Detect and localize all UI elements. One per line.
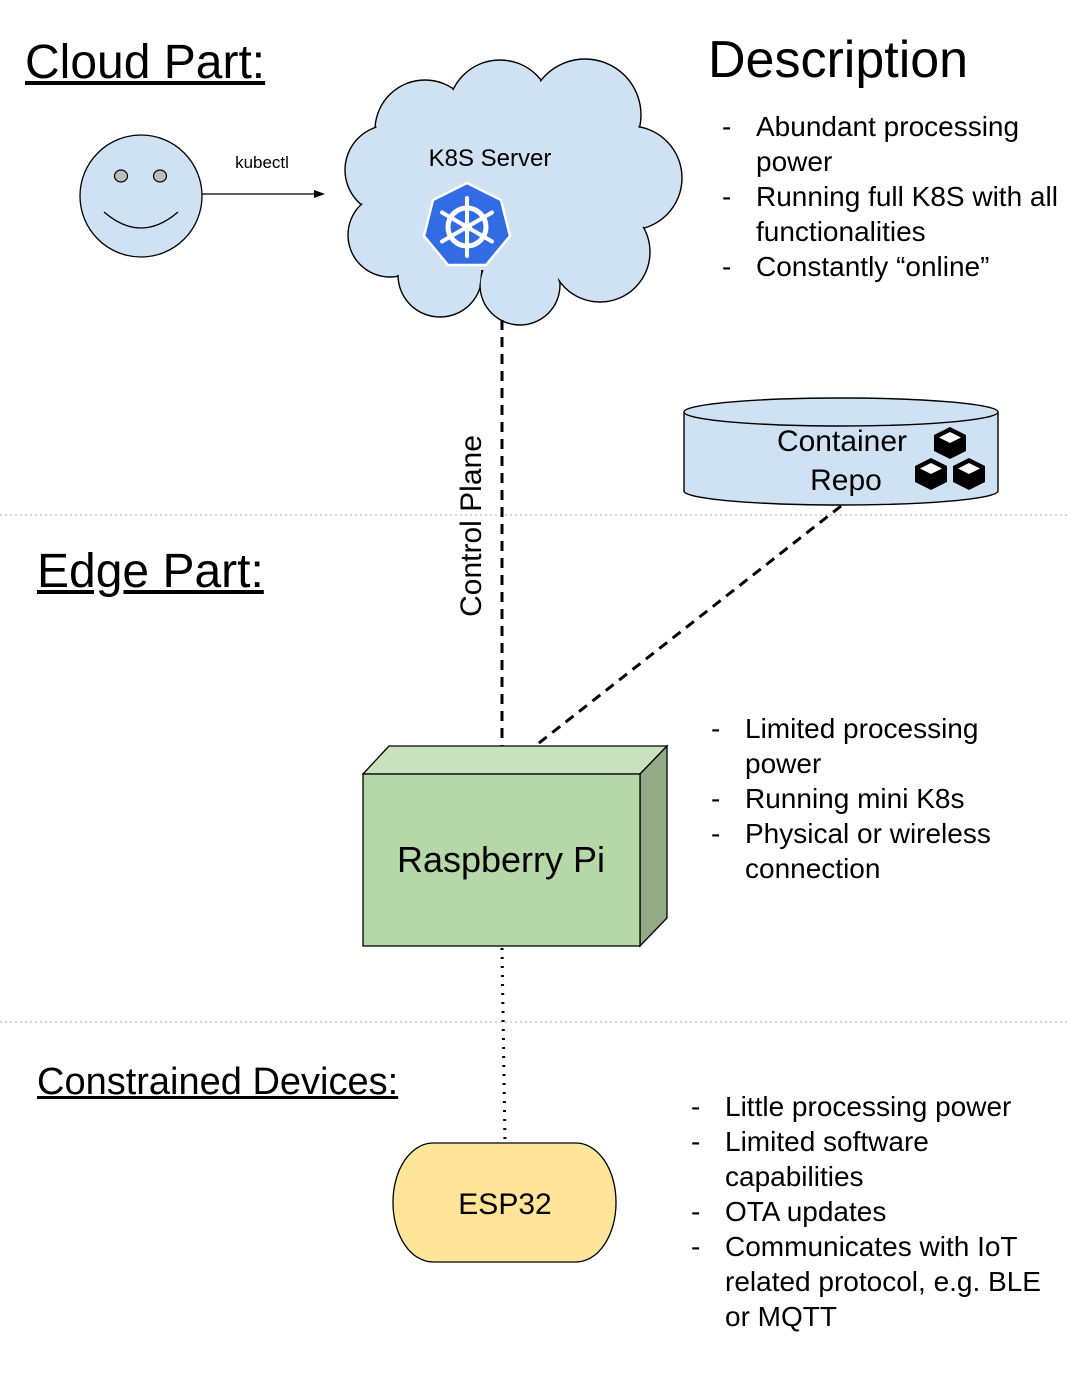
cloud-bullet-item: Running full K8S with all functionalitie… — [722, 179, 1062, 249]
esp32-label: ESP32 — [458, 1188, 551, 1221]
cloud-part-heading: Cloud Part: — [25, 36, 266, 89]
constrained-bullet-list: Little processing power Limited software… — [691, 1089, 1061, 1334]
description-heading: Description — [708, 31, 969, 89]
k8s-server-label: K8S Server — [429, 145, 552, 172]
constrained-bullet-item: OTA updates — [691, 1194, 1061, 1229]
edge-bullet-list: Limited processing power Running mini K8… — [711, 711, 1051, 886]
constrained-bullet-item: Limited software capabilities — [691, 1124, 1061, 1194]
repo-to-pi-link — [501, 504, 842, 774]
pi-to-esp-link — [500, 947, 507, 1144]
edge-bullet-item: Running mini K8s — [711, 781, 1051, 816]
container-repo-label-line1: Container — [777, 425, 907, 458]
kubernetes-helm-icon — [422, 181, 512, 267]
edge-bullet-item: Physical or wireless connection — [711, 816, 1051, 886]
cloud-bullet-list: Abundant processing power Running full K… — [722, 109, 1062, 284]
constrained-bullet-item: Little processing power — [691, 1089, 1061, 1124]
raspberry-pi-label: Raspberry Pi — [397, 839, 605, 880]
cloud-bullet-item: Constantly “online” — [722, 249, 1062, 284]
constrained-bullet-item: Communicates with IoT related protocol, … — [691, 1229, 1061, 1334]
cloud-bullet-item: Abundant processing power — [722, 109, 1062, 179]
control-plane-label: Control Plane — [455, 435, 488, 617]
boxes-icon — [915, 427, 985, 490]
k8s-server-cloud — [344, 58, 683, 326]
user-smiley-icon — [79, 134, 203, 258]
kubectl-arrow — [202, 190, 325, 198]
constrained-devices-heading: Constrained Devices: — [37, 1061, 399, 1103]
esp32-device — [392, 1142, 617, 1263]
container-repo-label-line2: Repo — [810, 464, 882, 497]
edge-part-heading: Edge Part: — [37, 545, 264, 598]
edge-bullet-item: Limited processing power — [711, 711, 1051, 781]
raspberry-pi-box — [361, 744, 669, 948]
kubectl-label: kubectl — [235, 153, 289, 172]
